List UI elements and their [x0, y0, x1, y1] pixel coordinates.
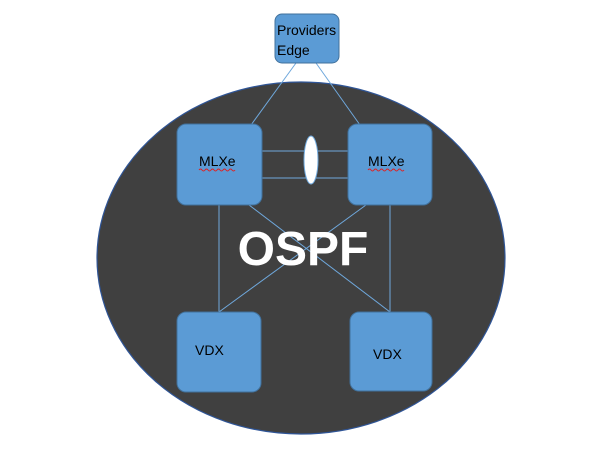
- mlxe-right-spellcheck-underline: [367, 168, 405, 172]
- mlxe-left-box: [176, 123, 263, 206]
- vdx-right-node: VDX: [349, 311, 433, 392]
- link-mlxe-right-vdx-left: [218, 204, 367, 313]
- mlxe-left-spellcheck-underline: [198, 168, 236, 172]
- mlxe-right-node: MLXe: [347, 123, 433, 206]
- mlxe-left-node: MLXe: [176, 123, 263, 206]
- mlxe-right-box: [347, 123, 433, 206]
- mlxe-left-label: MLXe: [199, 153, 236, 169]
- vdx-left-label: VDX: [195, 342, 224, 358]
- providers-edge-label-line2: Edge: [277, 42, 310, 58]
- mlxe-right-label: MLXe: [368, 153, 405, 169]
- ospf-label: OSPF: [238, 223, 369, 276]
- providers-edge-label-line1: Providers: [277, 22, 336, 38]
- vdx-right-box: [349, 311, 433, 392]
- link-mlxe-left-vdx-right: [248, 204, 391, 313]
- vdx-left-box: [176, 311, 262, 393]
- link-pe-mlxe-right: [315, 62, 361, 126]
- providers-edge-box: [274, 13, 340, 64]
- lag-bundle-marker: [303, 135, 319, 185]
- vdx-right-label: VDX: [373, 346, 402, 362]
- vdx-left-node: VDX: [176, 311, 262, 393]
- link-pe-mlxe-left: [250, 62, 297, 126]
- providers-edge-node: Providers Edge: [274, 13, 340, 64]
